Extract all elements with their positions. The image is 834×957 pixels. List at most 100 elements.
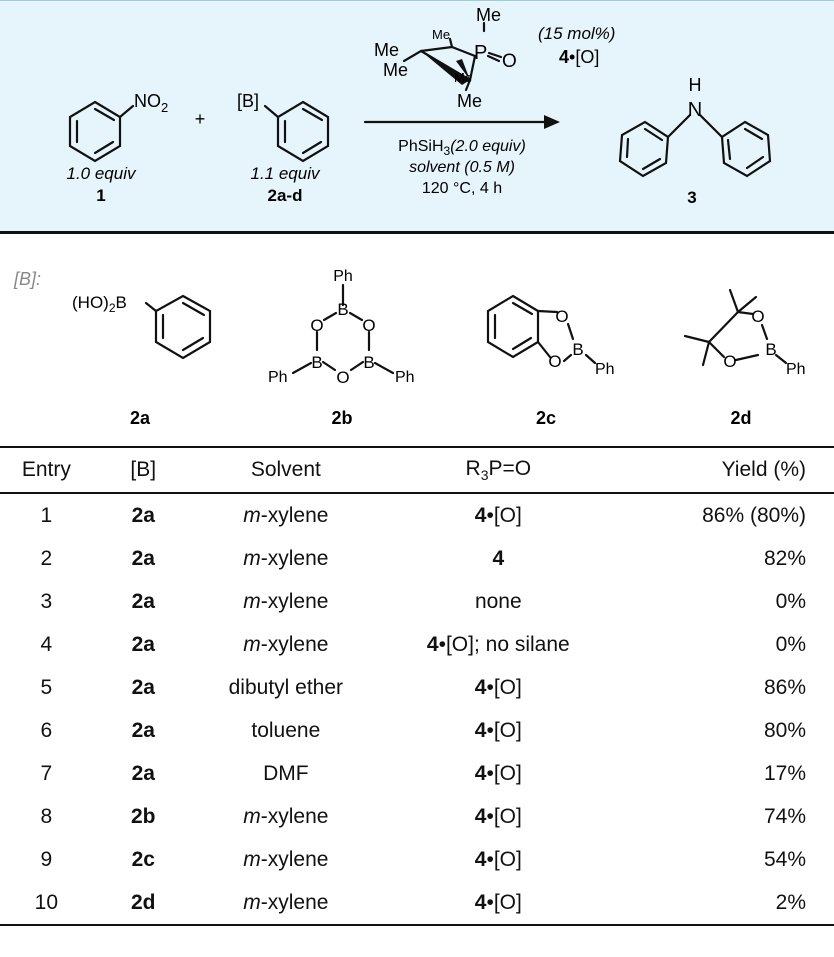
- solvent-condition: solvent (0.5 M): [409, 159, 515, 176]
- cell-phosphine-oxide: 4•[O]: [378, 752, 619, 795]
- text-entry: 6: [40, 718, 53, 742]
- text-p-rest: •[O]: [486, 718, 522, 742]
- catalyst-methyl-small-bottom: Me: [454, 70, 472, 85]
- compound-id-2a: 2a: [130, 408, 151, 428]
- text-p-num: 4: [474, 847, 487, 871]
- cell-boron: 2a: [93, 493, 194, 537]
- table-row: 3 2a m-xylene none 0%: [0, 580, 834, 623]
- text-p-num: 4: [474, 503, 487, 527]
- pinacol-boronate-structure: [683, 288, 788, 367]
- text-p-num: 4: [474, 718, 487, 742]
- cell-boron: 2c: [93, 838, 194, 881]
- text-yield: 2%: [775, 890, 806, 914]
- product-compound-id: 3: [687, 188, 696, 207]
- compound-id-2c: 2c: [536, 408, 556, 428]
- catechol-o-bottom: O: [548, 352, 561, 371]
- cell-entry: 1: [0, 493, 93, 537]
- text-sv-pre: m: [243, 804, 261, 828]
- pinacol-o-top: O: [751, 307, 764, 326]
- table-row: 7 2a DMF 4•[O] 17%: [0, 752, 834, 795]
- header-row: Entry [B] Solvent R3P=O Yield (%): [0, 447, 834, 493]
- cell-yield: 86% (80%): [619, 493, 834, 537]
- table-row: 5 2a dibutyl ether 4•[O] 86%: [0, 666, 834, 709]
- text-b: 2c: [131, 847, 155, 871]
- text-p-rest: •[O]: [486, 761, 522, 785]
- nitro-equiv: 1.0 equiv: [67, 164, 137, 183]
- catalyst-p-atom: P: [474, 42, 487, 64]
- text-entry: 1: [40, 503, 53, 527]
- nitrobenzene-structure: [68, 100, 135, 163]
- cell-boron: 2a: [93, 580, 194, 623]
- text-sv-plain: toluene: [251, 718, 321, 742]
- table-row: 6 2a toluene 4•[O] 80%: [0, 709, 834, 752]
- cell-phosphine-oxide: none: [378, 580, 619, 623]
- text-entry: 10: [34, 890, 59, 914]
- boron-equiv: 1.1 equiv: [251, 164, 321, 183]
- text-yield: 17%: [763, 761, 806, 785]
- text-sv-rest: -xylene: [260, 890, 329, 914]
- table-body: 1 2a m-xylene 4•[O] 86% (80%) 2 2a m-xyl…: [0, 493, 834, 925]
- cell-solvent: m-xylene: [194, 493, 378, 537]
- catalyst-o-atom: O: [502, 51, 517, 72]
- cell-solvent: DMF: [194, 752, 378, 795]
- cell-phosphine-oxide: 4•[O]: [378, 838, 619, 881]
- scheme-divider: [0, 231, 834, 234]
- boroxine-ph-right: Ph: [395, 369, 415, 386]
- cell-solvent: m-xylene: [194, 838, 378, 881]
- text-b: 2a: [131, 761, 155, 785]
- text-p-num: 4: [474, 761, 487, 785]
- text-yield: 74%: [763, 804, 806, 828]
- boroxine-o-left: O: [310, 316, 323, 335]
- text-p-num: 4: [474, 890, 487, 914]
- text-p-num: 4: [474, 675, 487, 699]
- text-sv-plain: DMF: [263, 761, 309, 785]
- catechol-ph: Ph: [595, 361, 615, 378]
- boroxine-b-left: B: [311, 353, 322, 372]
- table-header: Entry [B] Solvent R3P=O Yield (%): [0, 447, 834, 493]
- text-p-rest: •[O]: [486, 890, 522, 914]
- table-row: 10 2d m-xylene 4•[O] 2%: [0, 881, 834, 925]
- table-row: 4 2a m-xylene 4•[O]; no silane 0%: [0, 623, 834, 666]
- cell-entry: 8: [0, 795, 93, 838]
- text-entry: 8: [40, 804, 53, 828]
- text-b: 2a: [131, 589, 155, 613]
- pinacol-b-atom: B: [765, 340, 776, 359]
- text-entry: 9: [40, 847, 53, 871]
- cell-entry: 6: [0, 709, 93, 752]
- header-phosphine-oxide: R3P=O: [465, 456, 532, 484]
- cell-boron: 2a: [93, 709, 194, 752]
- text-p-rest: •[O]; no silane: [438, 632, 570, 656]
- boroxine-o-bottom: O: [336, 368, 349, 387]
- catechol-o-top: O: [555, 307, 568, 326]
- table-row: 1 2a m-xylene 4•[O] 86% (80%): [0, 493, 834, 537]
- text-yield: 54%: [763, 847, 806, 871]
- text-sv-rest: -xylene: [260, 804, 329, 828]
- boroxine-ph-left: Ph: [268, 369, 288, 386]
- cell-solvent: m-xylene: [194, 537, 378, 580]
- text-b: 2d: [131, 890, 156, 914]
- text-sv-pre: m: [243, 589, 261, 613]
- catalyst-id: 4•[O]: [559, 47, 599, 67]
- silane-condition: PhSiH3(2.0 equiv): [398, 138, 526, 158]
- cell-solvent: dibutyl ether: [194, 666, 378, 709]
- results-table: Entry [B] Solvent R3P=O Yield (%) 1 2a m…: [0, 446, 834, 926]
- header-yield: Yield (%): [721, 458, 806, 481]
- cell-yield: 74%: [619, 795, 834, 838]
- text-sv-rest: -xylene: [260, 589, 329, 613]
- text-p-num: 4: [474, 804, 487, 828]
- diphenylamine-structure: [618, 113, 772, 178]
- product-h-atom: H: [689, 75, 702, 95]
- product-n-atom: N: [688, 99, 702, 121]
- cell-yield: 54%: [619, 838, 834, 881]
- text-p-rest: •[O]: [486, 804, 522, 828]
- boron-reagent-drawing: [B]:: [13, 268, 806, 428]
- text-p-num: 4: [426, 632, 439, 656]
- cell-solvent: m-xylene: [194, 580, 378, 623]
- header-entry: Entry: [21, 458, 71, 481]
- text-b: 2b: [131, 804, 156, 828]
- text-p-rest: •[O]: [486, 675, 522, 699]
- text-sv-plain: dibutyl ether: [228, 675, 344, 699]
- cell-yield: 0%: [619, 580, 834, 623]
- cell-phosphine-oxide: 4•[O]: [378, 709, 619, 752]
- header-solvent: Solvent: [250, 458, 321, 481]
